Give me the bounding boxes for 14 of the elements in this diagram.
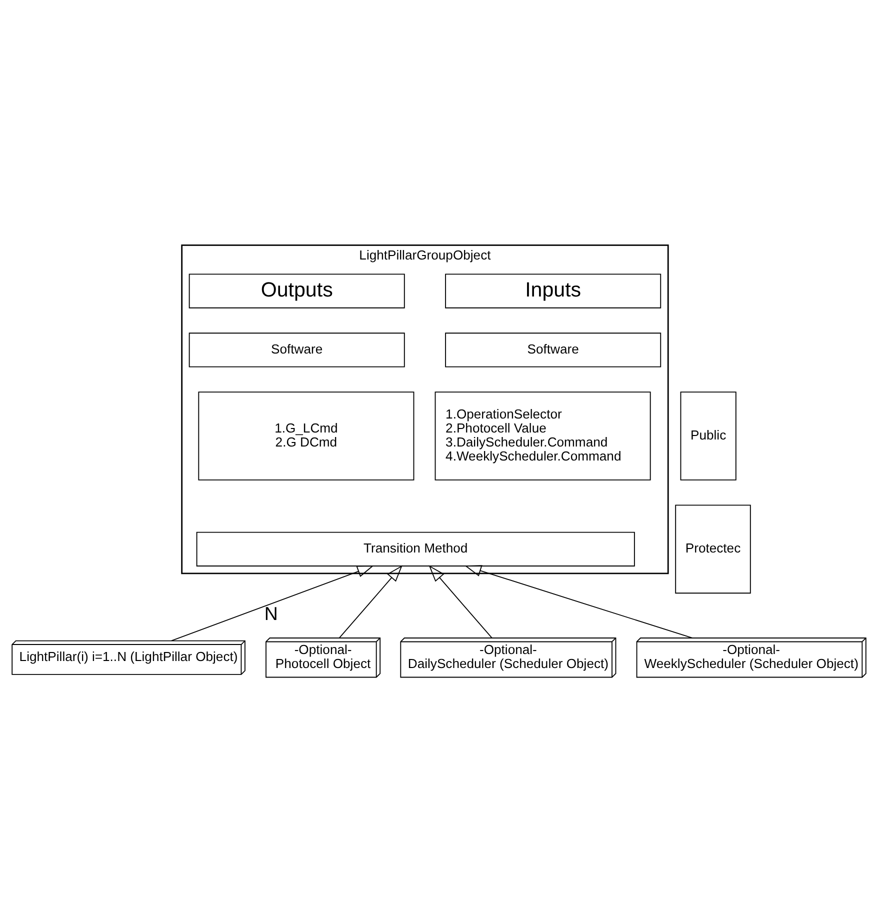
arrow	[338, 564, 402, 638]
node-box: 1.G_LCmd 2.G DCmd	[198, 391, 414, 480]
edge-label: N	[264, 602, 278, 624]
node-box: Public	[680, 391, 736, 480]
node-box: Software	[188, 332, 405, 367]
node-box: Transition Method	[196, 531, 635, 566]
node-box: Software	[445, 332, 662, 367]
node-box: 1.OperationSelector 2.Photocell Value 3.DailyScheduler.Command 4.WeeklyScheduler.Command	[434, 391, 651, 480]
arrow	[464, 564, 693, 638]
node-box: Inputs	[445, 273, 662, 308]
arrow	[428, 564, 492, 638]
node-box: Protectec	[675, 504, 751, 594]
node-box: Outputs	[188, 273, 405, 308]
arrow	[171, 565, 374, 641]
